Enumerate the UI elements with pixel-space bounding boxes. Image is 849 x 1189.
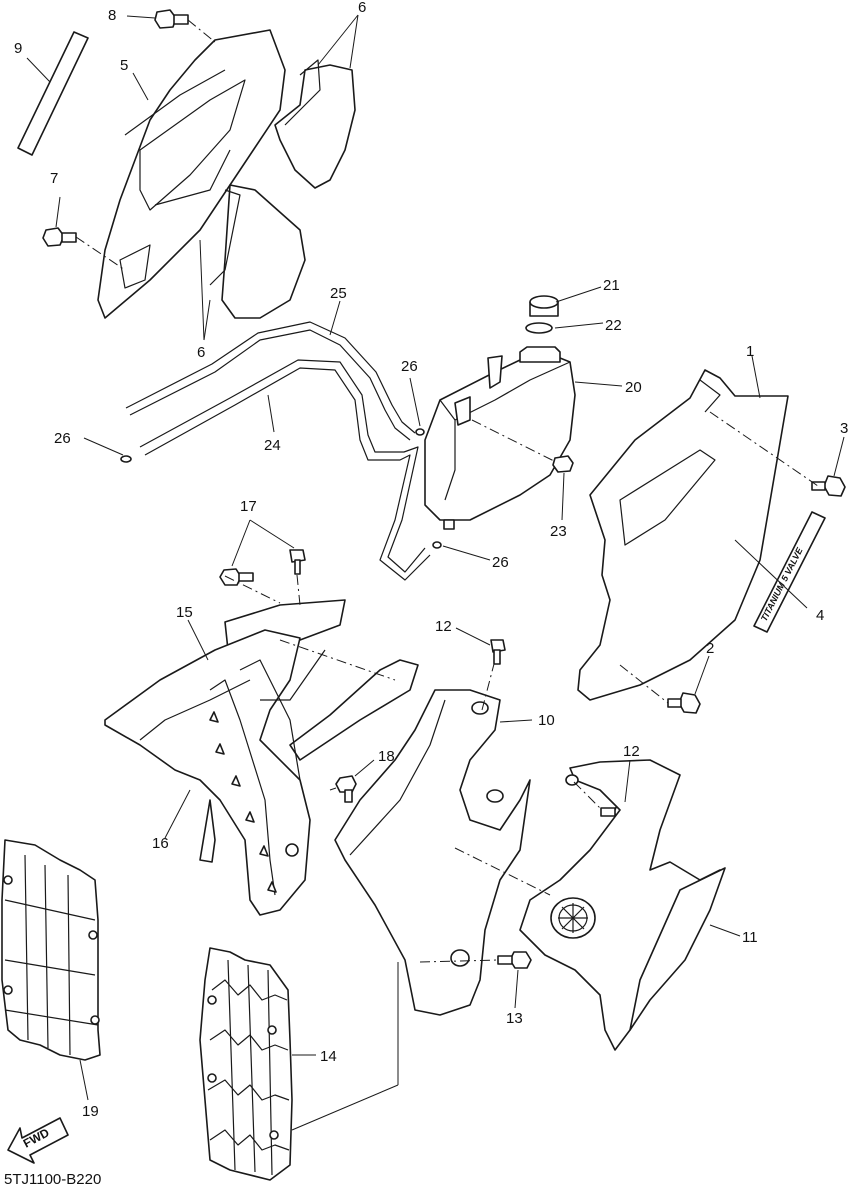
callout-3: 3 [840,420,848,437]
part-16-radiator-shroud[interactable] [104,629,326,916]
callout-1: 1 [746,343,754,360]
callout-22: 22 [605,317,622,334]
part-14-grille[interactable] [199,947,293,1181]
part-26-clip-left[interactable] [120,455,132,463]
callout-26-right: 26 [492,554,509,571]
part-2-bolt[interactable] [667,692,701,714]
part-12-bolt-a[interactable] [490,639,506,665]
callout-2: 2 [706,640,714,657]
callout-6-bottom: 6 [197,344,205,361]
fwd-arrow-icon: FWD [7,1117,69,1164]
part-8-bolt[interactable] [154,9,189,29]
callout-23: 23 [550,523,567,540]
part-6-duct-upper[interactable] [274,59,356,189]
part-6-duct-lower[interactable] [209,184,306,319]
part-17-bolt-a[interactable] [219,568,254,586]
part-7-bolt[interactable] [42,227,77,247]
callout-8: 8 [108,7,116,24]
callout-16: 16 [152,835,169,852]
callout-9: 9 [14,40,22,57]
callout-13: 13 [506,1010,523,1027]
callout-26-middle: 26 [401,358,418,375]
part-22-ring[interactable] [525,322,553,334]
diagram-code: 5TJ1100-B220 [4,1171,101,1188]
callout-15: 15 [176,604,193,621]
part-5-side-cover[interactable] [97,29,286,319]
part-26-clip-middle[interactable] [415,428,425,436]
callout-4: 4 [816,607,824,624]
callout-26-left: 26 [54,430,71,447]
callout-25: 25 [330,285,347,302]
part-1-side-panel[interactable] [577,369,789,701]
part-25-hose[interactable] [125,321,416,441]
part-13-bolt[interactable] [497,951,532,969]
part-19-grille[interactable] [1,839,101,1061]
callout-17: 17 [240,498,257,515]
callout-14: 14 [320,1048,337,1065]
callout-18: 18 [378,748,395,765]
callout-7: 7 [50,170,58,187]
part-3-bolt[interactable] [811,475,846,497]
callout-24: 24 [264,437,281,454]
callout-5: 5 [120,57,128,74]
callout-19: 19 [82,1103,99,1120]
part-11-shroud-right[interactable] [486,759,726,1051]
part-9-strip[interactable] [17,31,89,156]
part-10-shroud-left[interactable] [334,689,531,1016]
callout-10: 10 [538,712,555,729]
callout-11: 11 [742,929,758,946]
callout-12-upper: 12 [435,618,452,635]
assembly-lines [75,19,819,963]
part-17-bolt-b[interactable] [289,549,306,575]
part-18-bolt[interactable] [335,775,357,803]
part-20-tank[interactable] [424,346,576,530]
callout-21: 21 [603,277,620,294]
callout-labels: 1 2 3 4 5 6 6 7 8 9 10 11 12 12 13 14 15… [14,0,848,1120]
callout-12-lower: 12 [623,743,640,760]
part-21-cap[interactable] [529,295,559,317]
part-26-clip-right[interactable] [432,541,442,549]
callout-20: 20 [625,379,642,396]
callout-6-top: 6 [358,0,366,16]
part-23-bolt[interactable] [552,455,574,473]
part-24-hose[interactable] [139,359,431,581]
leader-lines [26,14,845,1131]
